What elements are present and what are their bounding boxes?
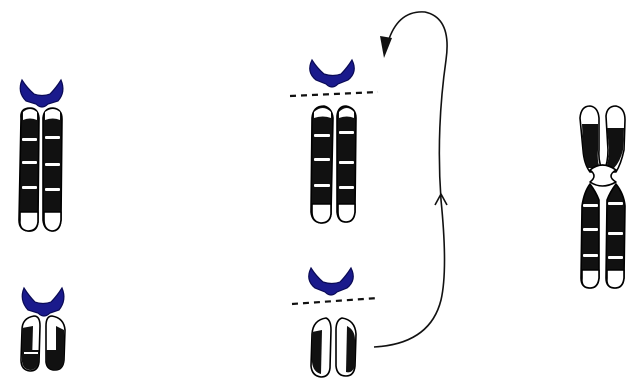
translocation-arrow-icon	[374, 12, 447, 347]
short-chromosome-icon	[21, 288, 65, 371]
broken-long-chromosome-icon	[290, 60, 378, 223]
recombined-chromosome-icon	[580, 106, 625, 288]
break-line	[290, 92, 378, 96]
arrow-path	[374, 12, 447, 347]
arrowhead	[380, 36, 392, 58]
detached-centromere-cap	[309, 268, 354, 295]
centromere-cap	[22, 288, 64, 316]
break-line	[292, 298, 378, 304]
broken-short-chromosome-icon	[292, 268, 378, 377]
detached-centromere-cap	[310, 60, 355, 87]
long-chromosome-icon	[19, 80, 63, 231]
centromere-cap	[20, 80, 63, 107]
